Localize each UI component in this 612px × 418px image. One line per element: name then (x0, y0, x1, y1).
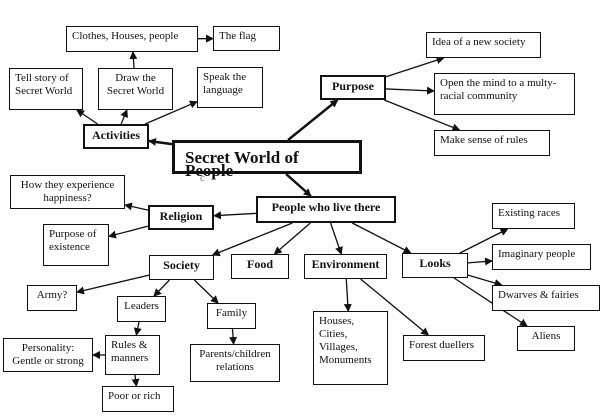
node-dwarves-and-fairies: Dwarves & fairies (492, 285, 600, 311)
arrow-family-to-parents_children (229, 328, 238, 345)
node-leaders: Leaders (117, 296, 166, 322)
arrow-draw_world-to-clothes_houses (129, 51, 138, 69)
node-rules-and-manners: Rules & manners (105, 335, 160, 375)
node-family: Family (207, 303, 256, 329)
node-speak-the-language: Speak the language (197, 67, 263, 108)
pen-scribble-mark: c (200, 172, 205, 184)
arrow-looks-to-existing_races (459, 228, 509, 254)
arrow-environment-to-houses_cities (343, 278, 352, 312)
arrow-looks-to-dwarves_fairies (467, 274, 503, 287)
node-poor-or-rich: Poor or rich (102, 386, 174, 412)
node-people-who-live-there: People who live there (256, 196, 396, 223)
arrow-purpose-to-open_mind (385, 86, 435, 95)
node-environment: Environment (304, 254, 387, 279)
node-army: Army? (27, 285, 77, 311)
node-clothes-houses-people: Clothes, Houses, people (66, 26, 198, 52)
arrow-activities-to-tell_story (76, 109, 98, 125)
arrow-purpose-to-idea_society (385, 56, 445, 78)
node-forest-duellers: Forest duellers (403, 335, 485, 361)
arrow-people_live-to-environment (330, 222, 343, 255)
node-society: Society (149, 255, 214, 280)
node-how-they-experience-happiness: How they experience happiness? (10, 175, 125, 209)
arrow-people_live-to-society (211, 222, 293, 257)
node-religion: Religion (148, 205, 214, 230)
node-activities: Activities (83, 124, 149, 149)
arrow-society-to-family (193, 279, 219, 304)
arrow-society-to-army (76, 274, 150, 295)
node-personality: Personality: Gentle or strong (3, 338, 93, 372)
node-existing-races: Existing races (492, 203, 575, 229)
node-root-secret-world-of-people: Secret World of People (172, 140, 362, 179)
arrow-religion-to-happiness (124, 202, 149, 211)
arrow-leaders-to-rules_manners (133, 321, 142, 336)
node-looks: Looks (402, 253, 468, 278)
node-make-sense-of-rules: Make sense of rules (434, 130, 550, 156)
arrow-rules_manners-to-poor_rich (131, 374, 140, 387)
node-food: Food (231, 254, 289, 279)
arrow-activities-to-draw_world (120, 109, 128, 125)
arrow-environment-to-forest_duellers (360, 278, 430, 336)
arrow-people_live-to-food (273, 222, 311, 255)
arrow-root-to-activities (148, 137, 173, 146)
arrow-root-to-purpose (287, 99, 339, 141)
node-purpose-of-existence: Purpose of existence (43, 224, 109, 266)
node-draw-the-secret-world: Draw the Secret World (98, 68, 173, 110)
node-houses-cities-villages-monuments: Houses, Cities, Villages, Monuments (313, 311, 388, 385)
node-open-the-mind: Open the mind to a multy-racial communit… (434, 73, 575, 115)
arrow-religion-to-purpose_existence (108, 225, 149, 239)
arrow-looks-to-aliens (453, 277, 528, 327)
node-aliens: Aliens (517, 326, 575, 351)
node-idea-of-a-new-society: Idea of a new society (426, 32, 541, 58)
node-purpose: Purpose (320, 75, 386, 100)
arrow-purpose-to-make_sense (384, 99, 461, 132)
arrow-people_live-to-religion (213, 211, 257, 220)
arrow-society-to-leaders (153, 279, 170, 297)
node-tell-story: Tell story of Secret World (9, 68, 83, 110)
node-imaginary-people: Imaginary people (492, 244, 591, 270)
arrow-people_live-to-looks (351, 222, 412, 254)
arrow-activities-to-speak_language (144, 100, 198, 125)
node-parents-children-relations: Parents/children relations (190, 344, 280, 382)
arrow-looks-to-imaginary_people (467, 257, 493, 266)
arrow-root-to-people_live (285, 173, 312, 197)
node-the-flag: The flag (213, 26, 280, 51)
